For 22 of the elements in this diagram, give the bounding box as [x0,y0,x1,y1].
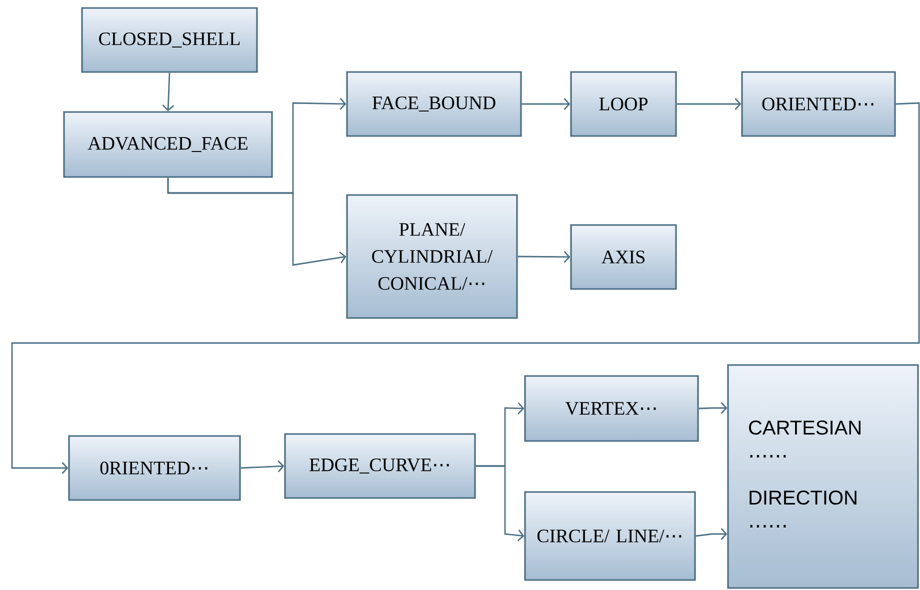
entity-box: AXIS [570,224,677,290]
entity-box: CARTESIAN ⋯⋯ DIRECTION ⋯⋯ [727,364,919,589]
arrow [162,72,174,112]
arrow [240,460,284,472]
entity-box: CLOSED_SHELL [81,7,258,73]
entity-box: FACE_BOUND [346,71,522,137]
arrow [698,402,728,414]
arrow [476,465,524,542]
entity-box: 0RIENTED⋯ [68,435,241,501]
entity-box: ORIENTED⋯ [741,71,896,137]
arrow [696,528,728,540]
arrow [518,250,570,263]
entity-box: LOOP [570,71,677,137]
arrow [522,98,570,110]
entity-box: PLANE/ CYLINDRIAL/ CONICAL/⋯ [346,194,518,319]
arrow [167,178,346,266]
entity-box: ADVANCED_FACE [63,111,273,178]
entity-box: CIRCLE/ LINE/⋯ [524,491,696,581]
entity-box: VERTEX⋯ [524,375,699,442]
arrow [676,98,742,110]
arrow [11,102,920,474]
entity-box: EDGE_CURVE⋯ [284,433,476,499]
